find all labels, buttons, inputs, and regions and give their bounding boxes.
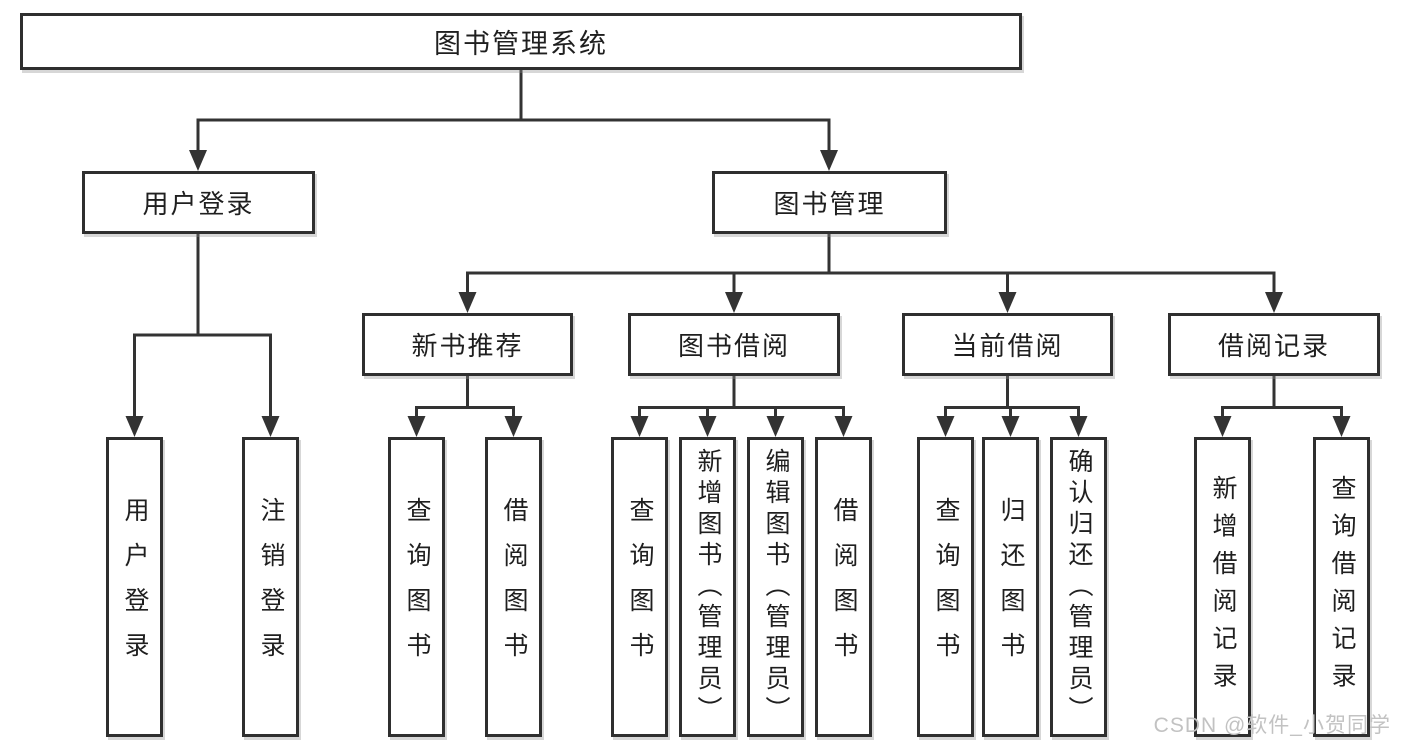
leaf-node-label: 查询图书 [403, 497, 431, 677]
leaf-node-query-books-recommend: 查询图书 [388, 437, 445, 737]
leaf-node-label: 新增借阅记录 [1209, 474, 1237, 700]
leaf-node-label: 借阅图书 [830, 497, 858, 677]
leaf-node-confirm-return-admin: 确认归还（管理员） [1050, 437, 1107, 737]
leaf-node-borrow-books: 借阅图书 [815, 437, 872, 737]
module-node-book-borrow: 图书借阅 [628, 313, 840, 376]
leaf-node-borrow-books-recommend: 借阅图书 [485, 437, 542, 737]
module-node-label: 借阅记录 [1217, 331, 1330, 361]
leaf-node-label: 注销登录 [257, 497, 285, 677]
leaf-node-return-books: 归还图书 [982, 437, 1039, 737]
leaf-node-query-borrow-record: 查询借阅记录 [1313, 437, 1370, 737]
leaf-node-user-login: 用户登录 [106, 437, 163, 737]
branch-node-user-login: 用户登录 [82, 171, 315, 234]
branch-node-label: 图书管理 [773, 189, 886, 219]
module-node-label: 图书借阅 [677, 331, 790, 361]
module-node-label: 当前借阅 [951, 331, 1064, 361]
leaf-node-label: 新增图书（管理员） [694, 447, 722, 727]
module-node-label: 新书推荐 [411, 331, 524, 361]
leaf-node-query-books-borrow: 查询图书 [611, 437, 668, 737]
leaf-node-query-books-current: 查询图书 [917, 437, 974, 737]
csdn-watermark: CSDN @软件_小贺同学 [1153, 714, 1391, 737]
module-node-borrow-records: 借阅记录 [1168, 313, 1380, 376]
leaf-node-label: 查询图书 [626, 497, 654, 677]
leaf-node-add-book-admin: 新增图书（管理员） [679, 437, 736, 737]
leaf-node-label: 查询借阅记录 [1328, 474, 1356, 700]
root-node-label: 图书管理系统 [434, 29, 608, 59]
leaf-node-add-borrow-record: 新增借阅记录 [1194, 437, 1251, 737]
root-node-library-management-system: 图书管理系统 [20, 13, 1022, 70]
leaf-node-label: 借阅图书 [500, 497, 528, 677]
leaf-node-label: 归还图书 [997, 497, 1025, 677]
leaf-node-logout-login: 注销登录 [242, 437, 299, 737]
branch-node-book-management: 图书管理 [712, 171, 947, 234]
branch-node-label: 用户登录 [142, 189, 255, 219]
module-node-current-borrow: 当前借阅 [902, 313, 1113, 376]
leaf-node-label: 查询图书 [932, 497, 960, 677]
leaf-node-label: 用户登录 [121, 497, 149, 677]
module-node-new-book-recommend: 新书推荐 [362, 313, 573, 376]
leaf-node-label: 编辑图书（管理员） [762, 447, 790, 727]
leaf-node-label: 确认归还（管理员） [1065, 447, 1093, 727]
leaf-node-edit-book-admin: 编辑图书（管理员） [747, 437, 804, 737]
